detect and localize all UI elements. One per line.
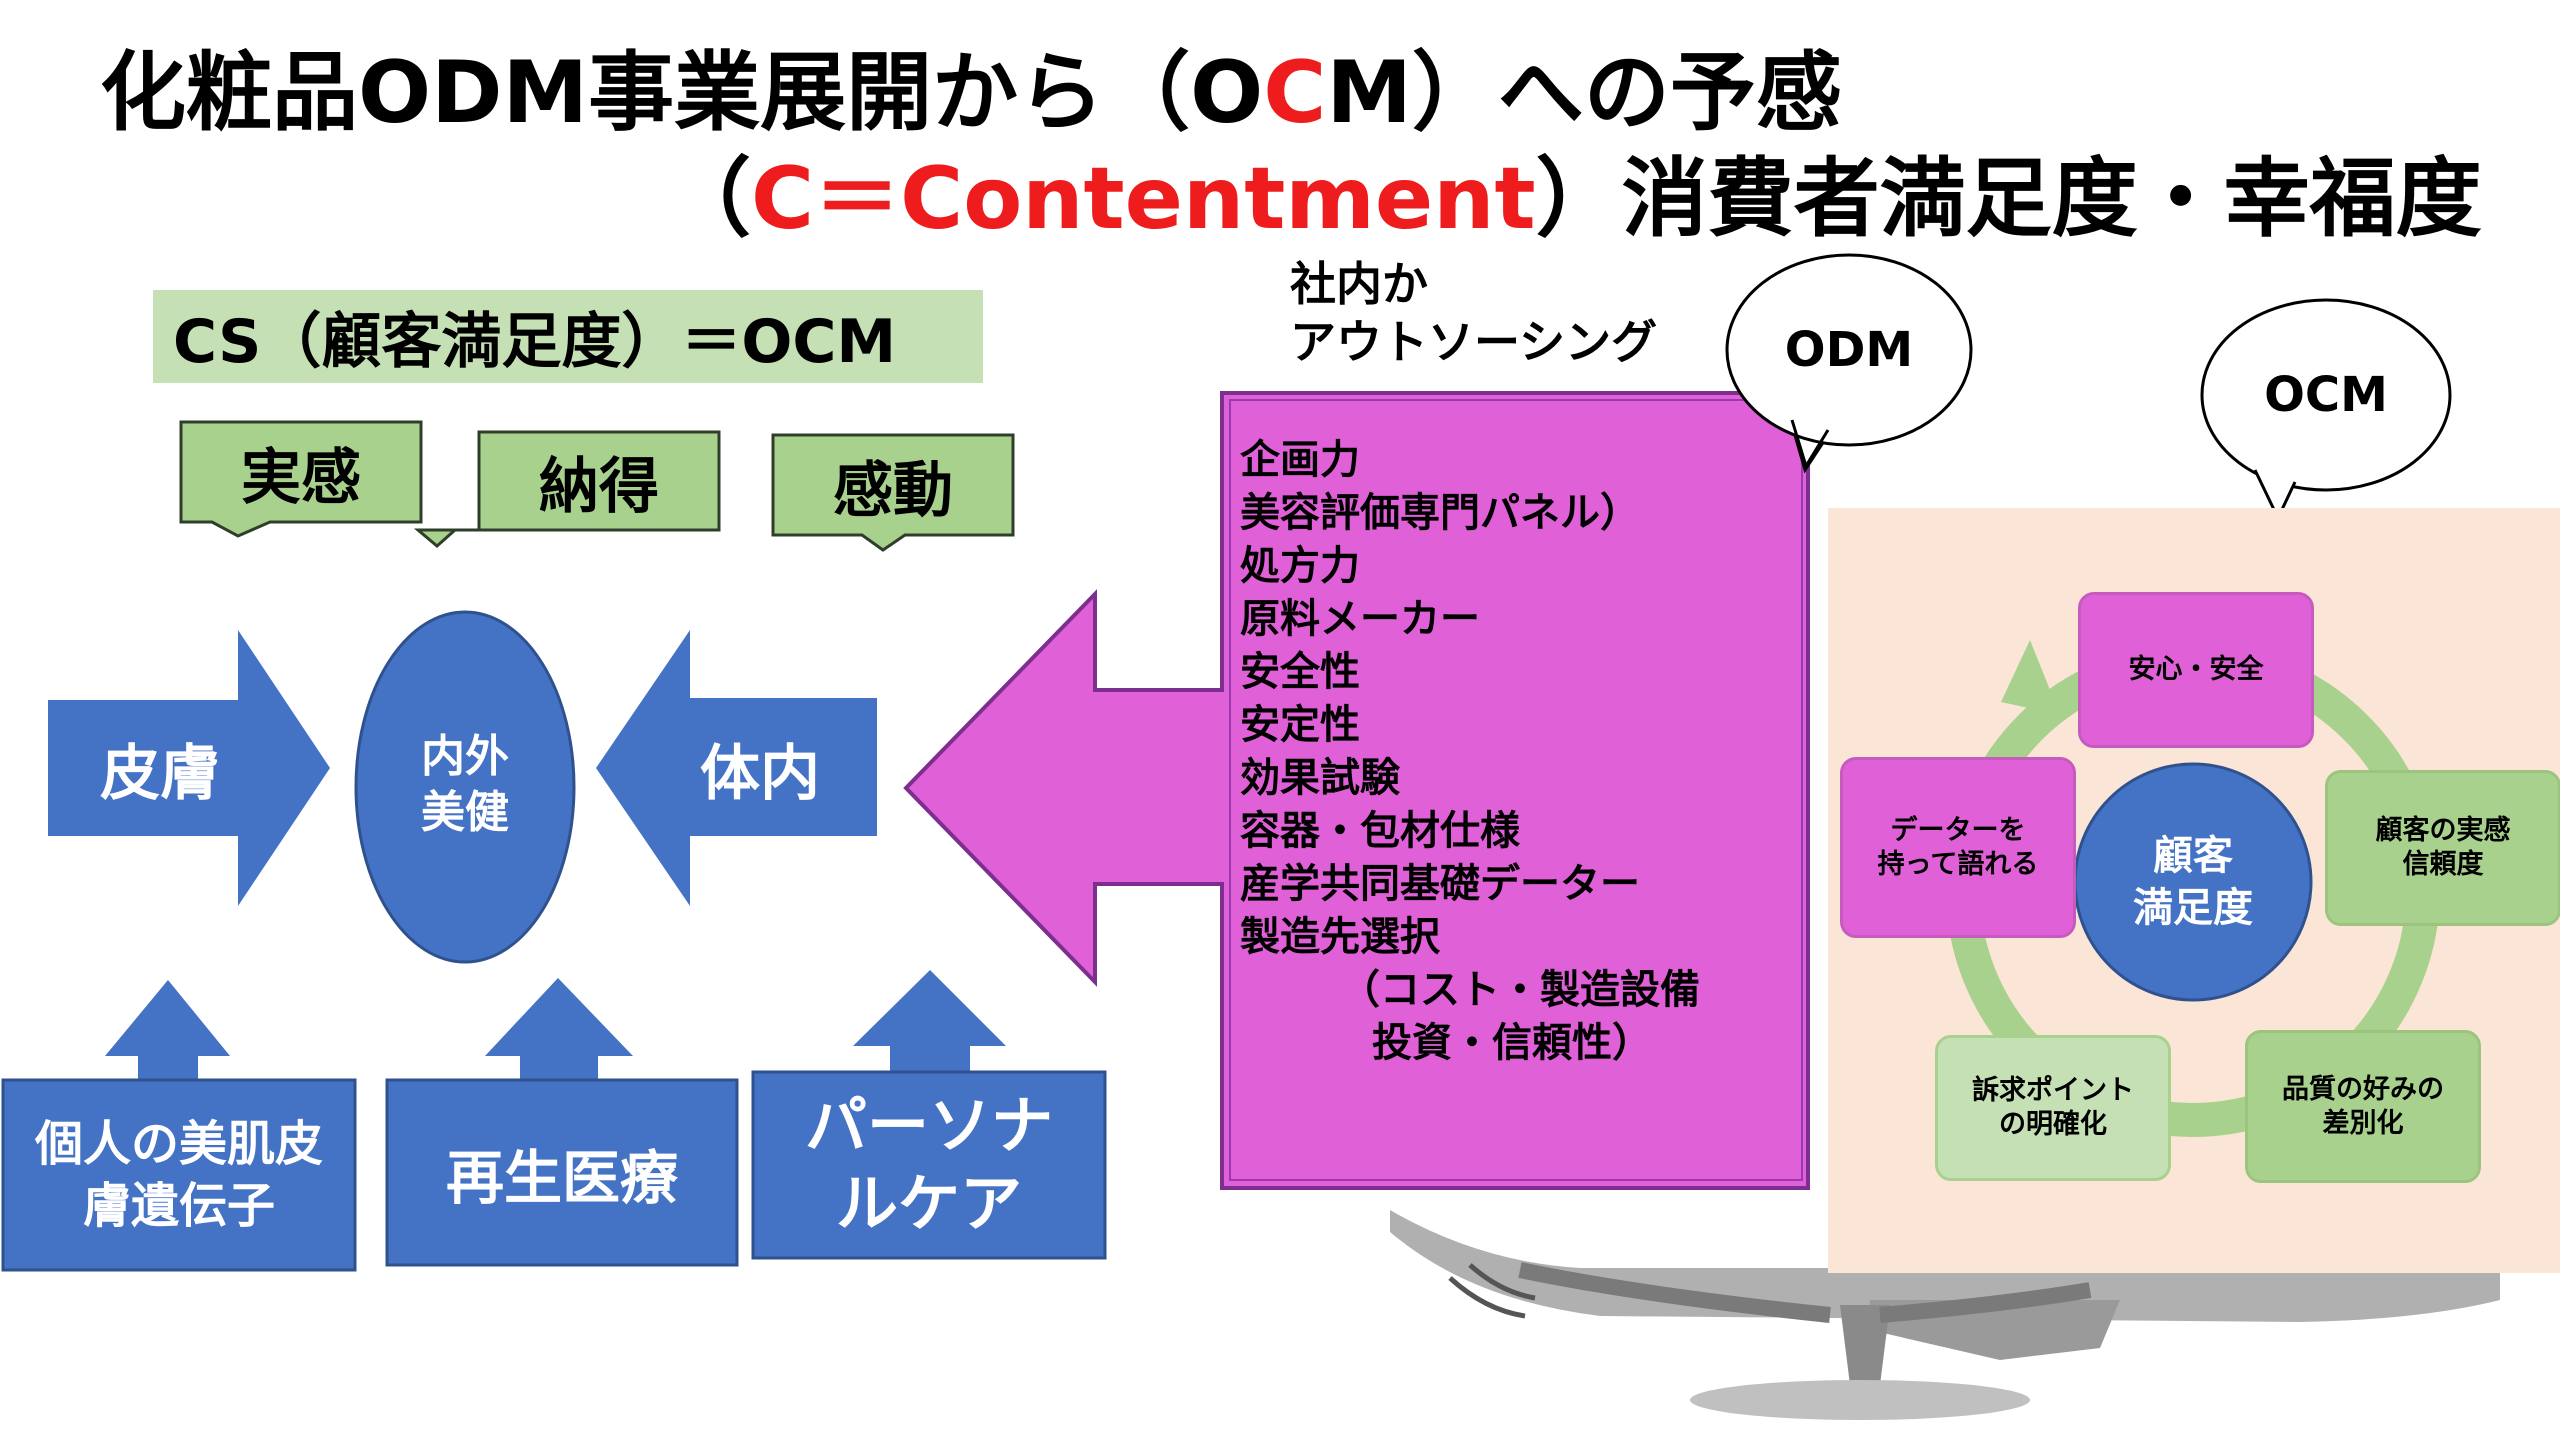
cycle-box-top-label: 安心・安全 bbox=[2128, 654, 2264, 685]
cycle-box-bottom-right: 品質の好みの 差別化 bbox=[2245, 1030, 2481, 1183]
callout-nattoku-label: 納得 bbox=[539, 451, 659, 522]
center-ellipse bbox=[354, 610, 576, 964]
capability-item: 容器・包材仕様 bbox=[1240, 808, 1520, 854]
center-ellipse-line-1: 内外 bbox=[421, 731, 509, 782]
callout-kandou-label: 感動 bbox=[833, 455, 953, 526]
capability-item: 安定性 bbox=[1240, 702, 1360, 748]
outsourcing-line-1: 社内か bbox=[1290, 257, 1428, 311]
cycle-box-bottom-left: 訴求ポイント の明確化 bbox=[1935, 1035, 2171, 1181]
cycle-box-left-line-1: データーを bbox=[1890, 814, 2026, 846]
cycle-box-top: 安心・安全 bbox=[2078, 592, 2314, 748]
bottom-box-3-label: パーソナ ルケア bbox=[753, 1072, 1105, 1258]
capability-item: 安全性 bbox=[1240, 649, 1360, 695]
monitor-stand bbox=[1390, 1210, 2500, 1420]
capability-item: 原料メーカー bbox=[1240, 596, 1480, 642]
title-line-2-rest: ）消費者満足度・幸福度 bbox=[1535, 149, 2482, 249]
cycle-center-line-1: 顧客 bbox=[2153, 833, 2233, 879]
bottom-box-1-line-2: 膚遺伝子 bbox=[82, 1178, 275, 1234]
bottom-box-3-line-1: パーソナ bbox=[804, 1089, 1053, 1162]
up-arrow-right bbox=[853, 970, 1006, 1072]
capability-item: 産学共同基礎データー bbox=[1240, 861, 1640, 907]
title-line-2-contentment: C＝Contentment bbox=[751, 149, 1536, 249]
title-line-2-open: （ bbox=[665, 149, 751, 249]
cycle-box-left: データーを 持って語れる bbox=[1840, 757, 2076, 938]
title-line-1-part-b: M）への予感 bbox=[1326, 43, 1842, 143]
bottom-box-1-label: 個人の美肌皮 膚遺伝子 bbox=[3, 1080, 355, 1270]
cs-label-bar: CS（顧客満足度）＝OCM bbox=[153, 290, 983, 383]
cycle-box-right-line-2: 信頼度 bbox=[2402, 849, 2484, 880]
capability-item: 処方力 bbox=[1240, 543, 1360, 589]
ocm-bubble-label: OCM bbox=[2264, 367, 2388, 423]
odm-bubble bbox=[1725, 253, 1973, 474]
up-arrow-center bbox=[485, 978, 633, 1080]
cycle-center-label: 顧客 満足度 bbox=[2075, 800, 2311, 964]
bottom-box-3-line-2: ルケア bbox=[835, 1167, 1022, 1240]
body-arrow-label: 体内 bbox=[700, 738, 820, 809]
bottom-box-1-line-1: 個人の美肌皮 bbox=[34, 1116, 323, 1172]
title-line-1: 化粧品ODM事業展開から（OCM）への予感 bbox=[100, 22, 1842, 147]
title-line-1-red-c: C bbox=[1263, 43, 1327, 143]
cycle-box-bottom-left-line-1: 訴求ポイント bbox=[1972, 1075, 2134, 1106]
title-line-1-part-a: 化粧品ODM事業展開から（O bbox=[100, 43, 1264, 143]
odm-bubble-label: ODM bbox=[1784, 322, 1914, 378]
capabilities-arrow bbox=[903, 391, 1810, 1190]
cycle-box-left-line-2: 持って語れる bbox=[1877, 848, 2039, 880]
capability-item: （コスト・製造設備 bbox=[1340, 967, 1700, 1013]
bottom-box-2-line-1: 再生医療 bbox=[445, 1143, 678, 1212]
capabilities-arrow-inner-frame bbox=[1229, 399, 1803, 1181]
skin-arrow bbox=[48, 630, 330, 906]
cycle-arrowhead bbox=[2001, 640, 2060, 715]
bottom-box-2 bbox=[385, 1078, 739, 1267]
center-ellipse-label: 内外 美健 bbox=[356, 720, 574, 850]
callout-nattoku bbox=[413, 430, 721, 548]
bottom-box-2-label: 再生医療 bbox=[387, 1080, 737, 1265]
cycle-box-bottom-right-line-1: 品質の好みの bbox=[2282, 1073, 2444, 1105]
capability-item: 投資・信頼性） bbox=[1372, 1020, 1652, 1066]
outsourcing-line-2: アウトソーシング bbox=[1290, 315, 1658, 369]
callout-jikkan bbox=[179, 420, 423, 538]
capability-item: 美容評価専門パネル） bbox=[1240, 490, 1640, 536]
skin-arrow-label: 皮膚 bbox=[100, 738, 220, 809]
title-line-2: （C＝Contentment）消費者満足度・幸福度 bbox=[665, 128, 2482, 253]
up-arrow-left bbox=[105, 980, 230, 1080]
ocm-bubble bbox=[2200, 298, 2452, 522]
center-ellipse-line-2: 美健 bbox=[421, 787, 509, 838]
callout-jikkan-label: 実感 bbox=[241, 442, 361, 513]
cycle-box-right: 顧客の実感 信頼度 bbox=[2325, 770, 2560, 926]
body-arrow bbox=[596, 630, 877, 906]
bottom-box-1 bbox=[1, 1078, 357, 1272]
cycle-box-bottom-left-line-2: の明確化 bbox=[1999, 1109, 2107, 1140]
callout-kandou bbox=[771, 433, 1015, 552]
cycle-box-right-line-1: 顧客の実感 bbox=[2375, 815, 2511, 846]
cycle-box-bottom-right-line-2: 差別化 bbox=[2322, 1107, 2404, 1139]
outsourcing-label: 社内か アウトソーシング bbox=[1290, 255, 1657, 371]
cycle-center-line-2: 満足度 bbox=[2133, 885, 2253, 931]
capabilities-list: 企画力 美容評価専門パネル） 処方力 原料メーカー 安全性 安定性 効果試験 容… bbox=[1240, 434, 1700, 1070]
capability-item: 効果試験 bbox=[1240, 755, 1400, 801]
bottom-box-3 bbox=[751, 1070, 1107, 1260]
capability-item: 企画力 bbox=[1240, 437, 1360, 483]
capability-item: 製造先選択 bbox=[1240, 914, 1440, 960]
cs-label: CS（顧客満足度）＝OCM bbox=[173, 307, 897, 377]
